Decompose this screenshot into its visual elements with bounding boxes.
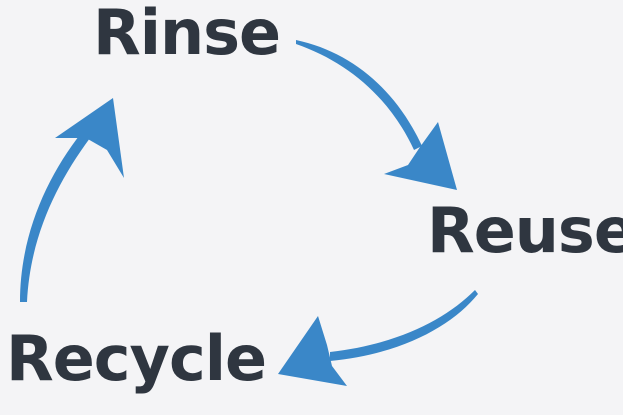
arrow-shaft	[330, 290, 478, 361]
arrow-shaft	[296, 40, 422, 150]
arrow-head	[55, 98, 124, 178]
arrow-head	[278, 316, 347, 386]
arrow-recycle-to-rinse	[20, 98, 124, 302]
arrow-shaft	[20, 132, 90, 302]
arrow-reuse-to-recycle	[278, 290, 478, 386]
arrow-rinse-to-reuse	[296, 40, 457, 190]
node-recycle: Recycle	[6, 322, 267, 395]
arrow-head	[384, 122, 457, 190]
node-reuse: Reuse	[427, 194, 623, 267]
node-rinse: Rinse	[93, 0, 281, 69]
